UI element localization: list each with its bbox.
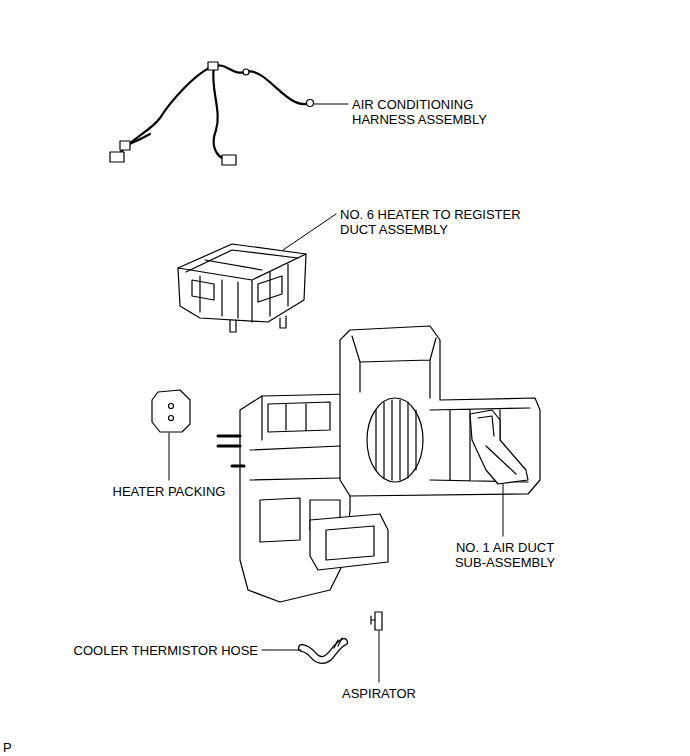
- part-label: ASPIRATOR: [330, 686, 428, 701]
- blower-wheel: [367, 398, 423, 482]
- hose-body: [302, 642, 344, 660]
- duct-outline: [178, 254, 306, 322]
- part-label: NO. 1 AIR DUCT SUB-ASSEMBLY: [445, 540, 565, 570]
- harness-clip: [307, 100, 314, 107]
- part-label: COOLER THERMISTOR HOSE: [40, 643, 258, 658]
- part-label: AIR CONDITIONING HARNESS ASSEMBLY: [352, 97, 527, 127]
- air-duct-detail: [478, 416, 516, 474]
- wire-harness: [110, 62, 314, 165]
- register-duct: [178, 244, 306, 332]
- leader-line: [379, 631, 380, 682]
- aspirator: [371, 612, 382, 630]
- air-duct-outline: [470, 410, 528, 484]
- unit-detail: [262, 396, 330, 440]
- unit-detail: [352, 336, 436, 398]
- harness-connector: [222, 155, 236, 165]
- heater-packing: [152, 390, 190, 432]
- aspirator-nozzle: [371, 616, 375, 624]
- leader-line: [262, 650, 301, 651]
- leader-line: [283, 214, 336, 250]
- duct-rib: [200, 260, 288, 318]
- unit-outlet: [310, 514, 388, 570]
- packing-outline: [152, 390, 190, 432]
- packing-hole: [169, 404, 174, 409]
- harness-clip: [243, 69, 249, 75]
- duct-tab: [230, 316, 286, 332]
- aspirator-body: [375, 612, 382, 630]
- harness-wire: [213, 66, 226, 160]
- duct-outline: [178, 244, 306, 322]
- leader-line: [169, 433, 170, 480]
- packing-hole: [169, 416, 174, 421]
- harness-connector: [120, 141, 130, 150]
- leader-line: [503, 484, 504, 536]
- hose-body: [302, 642, 344, 660]
- hose-ribs: [334, 638, 342, 648]
- harness-connector: [208, 62, 218, 70]
- thermistor-hose: [302, 638, 344, 660]
- unit-outlet: [326, 526, 374, 560]
- part-label: NO. 6 HEATER TO REGISTER DUCT ASSEMBLY: [340, 207, 540, 237]
- duct-outline: [186, 250, 298, 272]
- heater-pipe: [218, 436, 244, 466]
- duct-opening: [192, 276, 282, 302]
- harness-connector: [110, 152, 124, 162]
- part-label: HEATER PACKING: [104, 484, 234, 499]
- leader-lines: [169, 104, 503, 682]
- unit-housing: [240, 394, 350, 602]
- blower-fins: [376, 400, 416, 480]
- leader-line: [314, 104, 348, 105]
- air-duct: [470, 410, 528, 484]
- part-label: P: [3, 740, 23, 755]
- unit-housing: [340, 326, 540, 496]
